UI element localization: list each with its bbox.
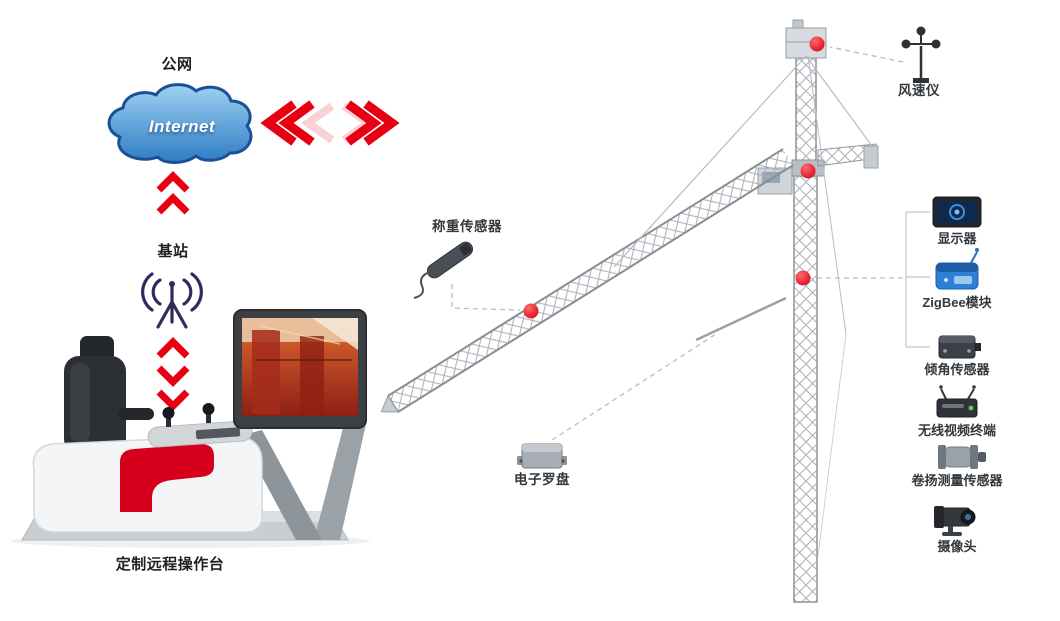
crane-mast (793, 173, 818, 603)
console-joysticks (162, 403, 215, 427)
base-station-label: 基站 (157, 243, 189, 260)
tower-crane-illustration (380, 19, 879, 603)
remote-console-label: 定制远程操作台 (115, 556, 225, 573)
link-chevrons-horizontal (260, 100, 400, 146)
load-sensor-connector (451, 284, 521, 311)
anemometer-connector (829, 46, 904, 63)
link-chevrons-vertical-lower (156, 337, 190, 411)
hoist-measurement-sensor-icon (938, 445, 986, 469)
device-label-wireless-video: 无线视频终端 (917, 423, 996, 438)
device-label-tilt-sensor: 倾角传感器 (924, 362, 990, 377)
sensor-cable (413, 271, 431, 299)
sensor-marker-jib (523, 303, 539, 319)
sensor-markers (523, 36, 825, 319)
internet-cloud-label: Internet (148, 117, 216, 136)
base-station-antenna-icon (141, 272, 203, 329)
crane-tie-cables (613, 55, 873, 557)
console-monitor (233, 309, 367, 429)
tilt-sensor-icon (938, 335, 981, 359)
operator-console-illustration (10, 309, 370, 548)
device-label-hoist-sensor: 卷扬测量传感器 (911, 473, 1003, 488)
internet-cloud (107, 83, 253, 164)
display-monitor-icon (932, 196, 982, 228)
anemometer-icon (901, 26, 941, 83)
device-label-zigbee: ZigBee模块 (922, 295, 992, 310)
compass-label: 电子罗盘 (514, 472, 570, 487)
crane-counter-jib (817, 143, 879, 169)
console-control-arm (147, 420, 253, 448)
camera-icon (934, 506, 976, 536)
device-label-camera: 摄像头 (937, 539, 977, 554)
crane-main-jib (380, 148, 794, 413)
compass-connector (551, 333, 717, 441)
wireless-video-terminal-icon (936, 385, 978, 418)
link-chevrons-vertical-upper (156, 171, 190, 215)
load-weighing-sensor-icon (413, 241, 474, 299)
console-stand-leg-right (314, 424, 366, 540)
console-red-accent (120, 443, 214, 512)
device-label-display: 显示器 (937, 231, 977, 246)
sensor-marker-tower-top (809, 36, 825, 52)
electronic-compass-icon (517, 443, 567, 469)
public-network-label: 公网 (161, 56, 193, 73)
load-sensor-label: 称重传感器 (432, 219, 502, 234)
crane-tower-head (795, 57, 817, 177)
anemometer-label: 风速仪 (898, 83, 940, 98)
device-bracket (905, 211, 930, 348)
sensor-marker-mast (795, 270, 811, 286)
crane-pendant-rod (695, 296, 787, 342)
connector-lines (451, 46, 906, 441)
sensor-marker-slewing (800, 163, 816, 179)
zigbee-module-icon (935, 248, 979, 290)
